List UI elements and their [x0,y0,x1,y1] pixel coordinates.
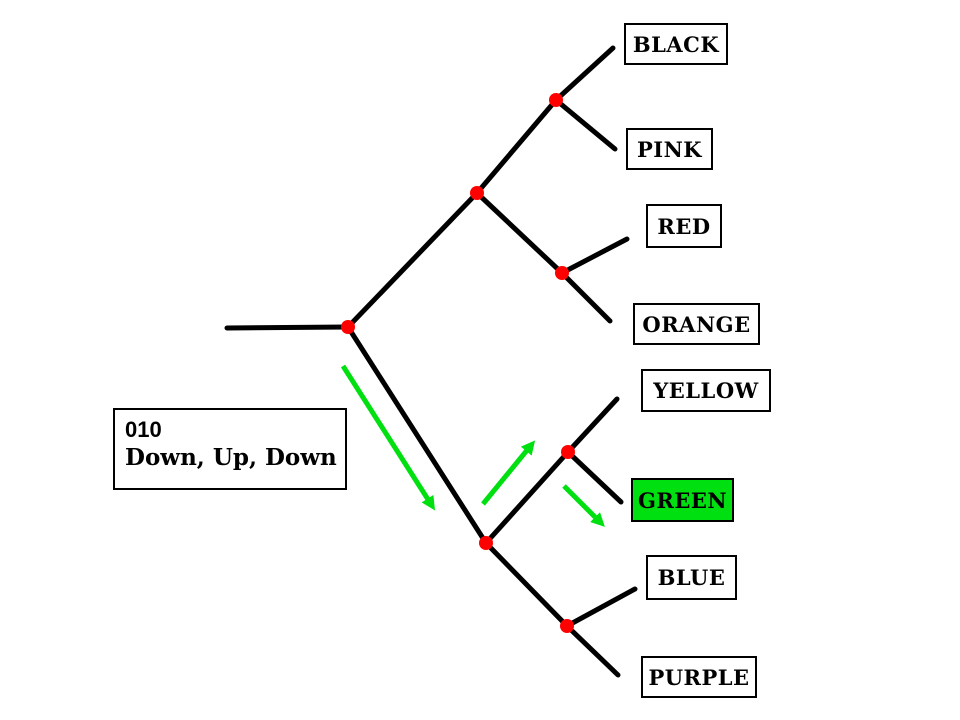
node-dot-up [470,186,484,200]
edge-root-down [345,324,489,546]
leaf-label-red: RED [646,204,722,248]
path-code-text: 010 [125,417,162,442]
leaf-label-pink: PINK [626,128,713,170]
leaf-label-blue: BLUE [646,555,737,600]
edge-to-purple [564,623,621,678]
edge-root-up [345,190,480,330]
path-arrow-up [481,440,536,506]
node-dot-down-up [561,445,575,459]
edge-to-yellow [565,396,620,455]
edge-root-stub [224,324,351,331]
path-caption-box: 010 Down, Up, Down [113,408,347,490]
path-directions-text: Down, Up, Down [125,443,337,471]
leaf-label-green-selected: GREEN [631,478,734,522]
path-arrow-down [340,364,436,511]
edge-up-updown [474,190,565,276]
leaf-label-yellow: YELLOW [641,369,771,412]
node-dot-down [479,536,493,550]
edge-to-orange [559,270,613,324]
tree-edges [224,45,638,678]
node-dot-root [341,320,355,334]
path-arrows [340,364,605,527]
edge-to-pink [553,97,618,152]
node-dot-up-down [555,266,569,280]
node-dot-up-up [549,93,563,107]
edge-down-downup [483,449,571,546]
leaf-label-black: BLACK [624,23,728,65]
edge-to-black [553,45,616,103]
tree-nodes [341,93,575,633]
edge-to-red [559,236,630,276]
leaf-label-orange: ORANGE [633,303,760,345]
path-arrow-down-2 [562,484,605,527]
edge-up-upup [474,97,559,196]
leaf-label-purple: PURPLE [641,656,757,698]
node-dot-down-down [560,619,574,633]
edge-to-green [565,449,624,505]
edge-down-downdown [483,540,570,629]
edge-to-blue [564,586,638,629]
